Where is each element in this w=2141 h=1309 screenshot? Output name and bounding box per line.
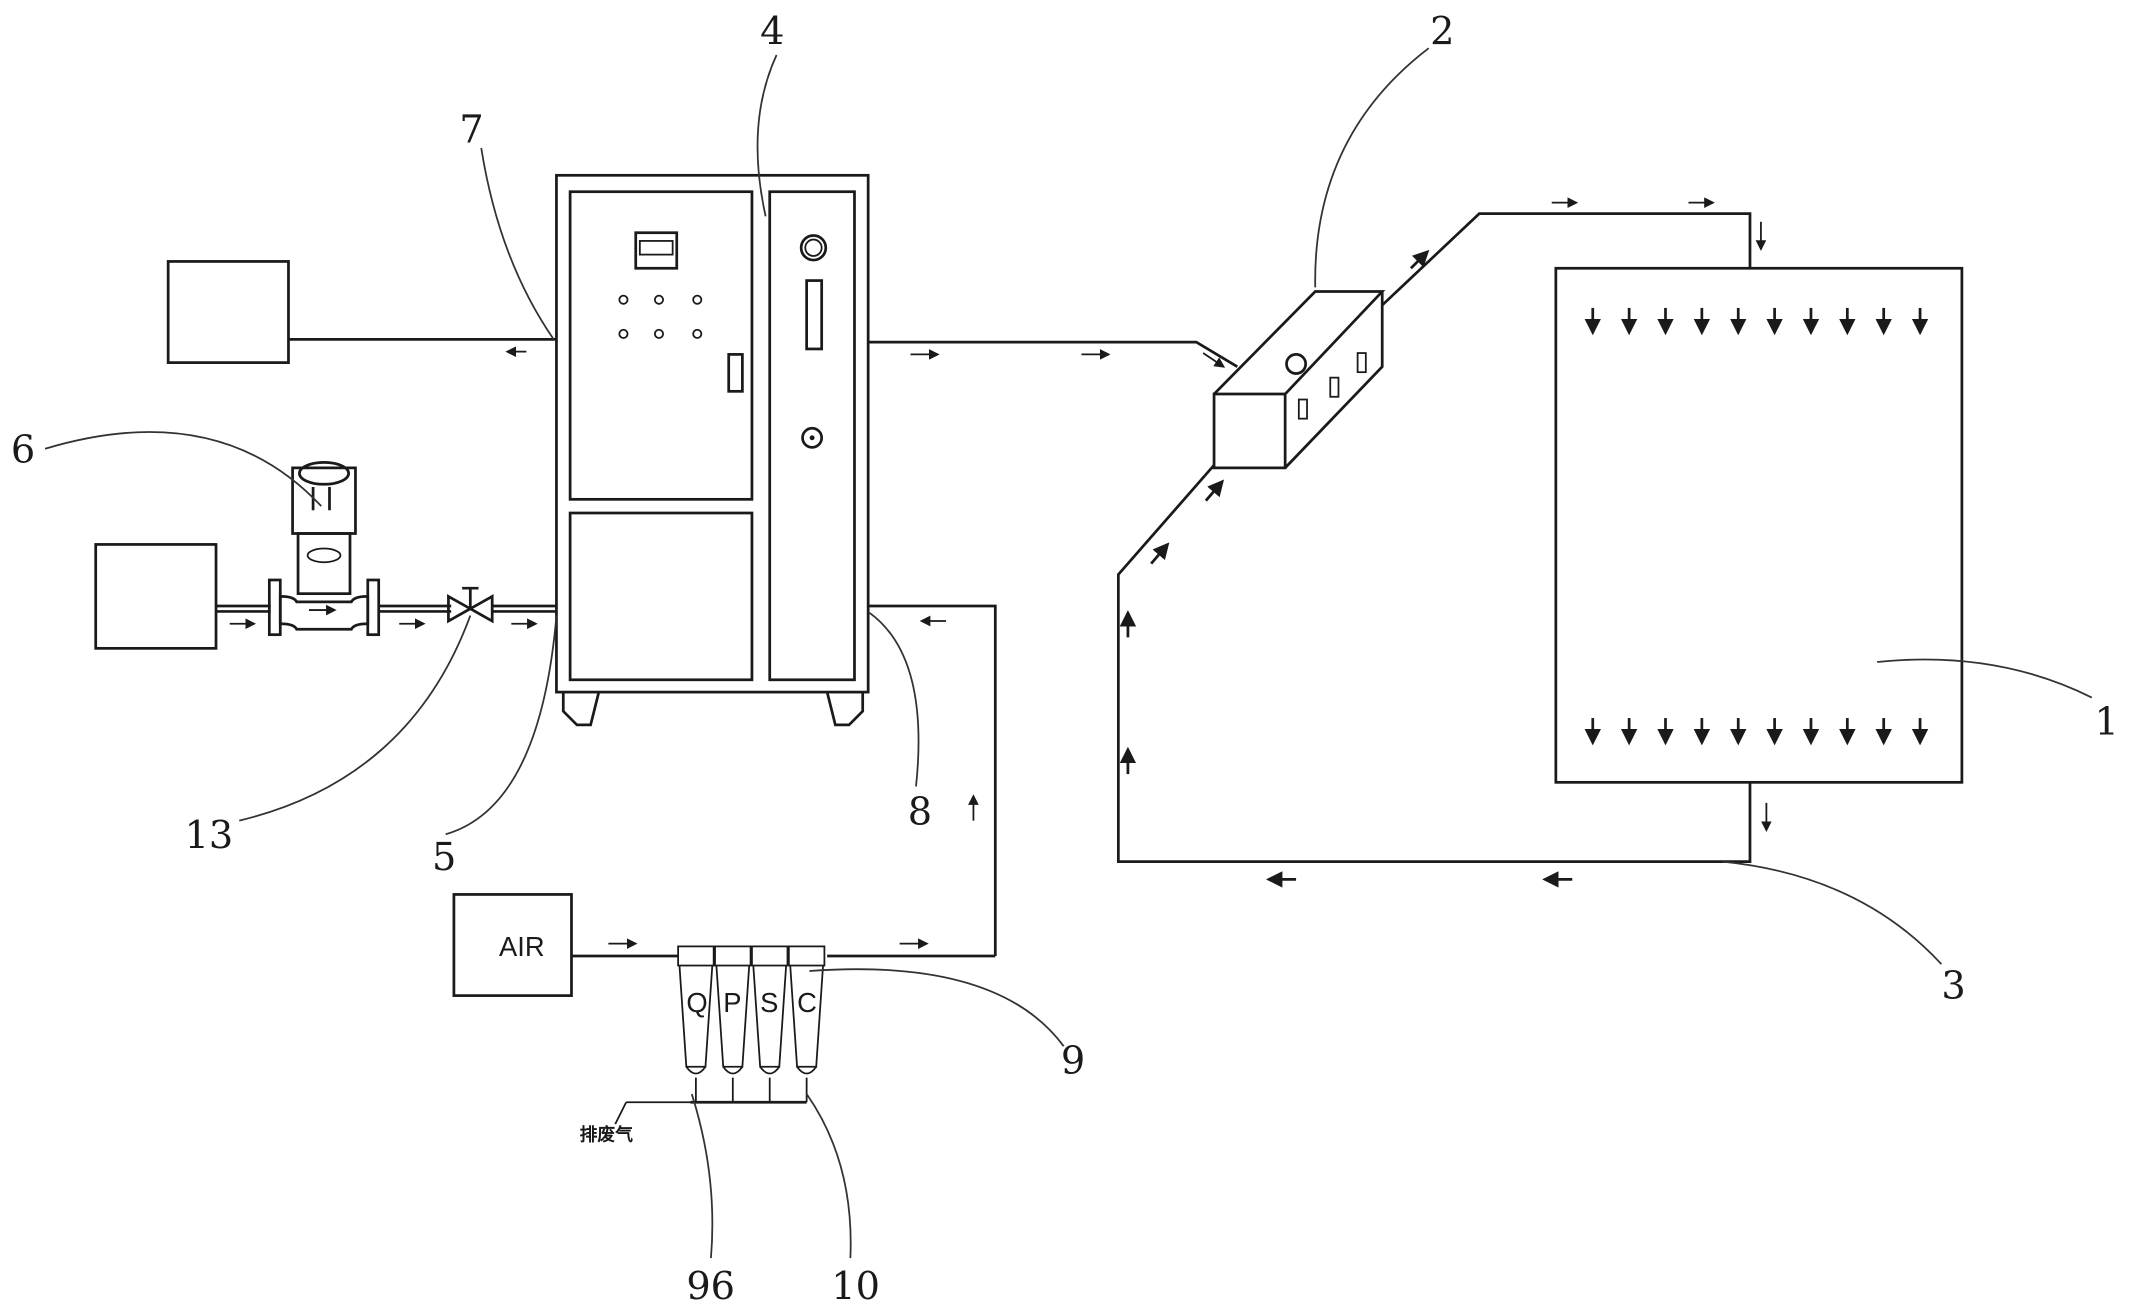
filter-label: S	[760, 987, 778, 1018]
filter-s: S	[751, 945, 789, 1103]
numeral-9: 9	[1061, 1039, 1085, 1084]
numeral-5: 5	[432, 835, 456, 880]
gauge-icon	[799, 234, 828, 262]
filter-q: Q	[677, 945, 715, 1103]
device-box	[1212, 290, 1386, 470]
valve-icon	[447, 586, 494, 624]
pump-icon	[267, 461, 381, 637]
numeral-2: 2	[1430, 9, 1454, 54]
air-source-label: AIR	[499, 931, 545, 962]
main-cabinet	[555, 173, 870, 727]
numeral-10: 10	[831, 1264, 880, 1309]
filter-label: Q	[686, 987, 707, 1018]
display-panel-icon	[634, 231, 679, 270]
left-top-box	[166, 260, 290, 364]
numeral-8: 8	[908, 790, 932, 835]
filter-c: C	[787, 945, 826, 1103]
numeral-3: 3	[1941, 963, 1965, 1008]
numeral-96: 96	[686, 1264, 735, 1309]
treatment-chamber	[1554, 266, 1964, 784]
numeral-7: 7	[459, 107, 483, 152]
indicator-lights-icon	[618, 294, 703, 339]
numeral-6: 6	[11, 427, 35, 472]
outlet-port-icon	[801, 426, 824, 449]
door-handle-icon	[727, 353, 744, 393]
numeral-13: 13	[185, 813, 234, 858]
filter-p: P	[714, 945, 752, 1103]
exhaust-label: 排废气	[580, 1124, 634, 1146]
air-source-box	[452, 893, 573, 997]
numeral-1: 1	[2095, 699, 2119, 744]
filter-label: P	[723, 987, 741, 1018]
flowmeter-icon	[805, 279, 824, 351]
left-middle-box	[94, 543, 218, 650]
numeral-4: 4	[760, 9, 784, 54]
filter-label: C	[797, 987, 817, 1018]
